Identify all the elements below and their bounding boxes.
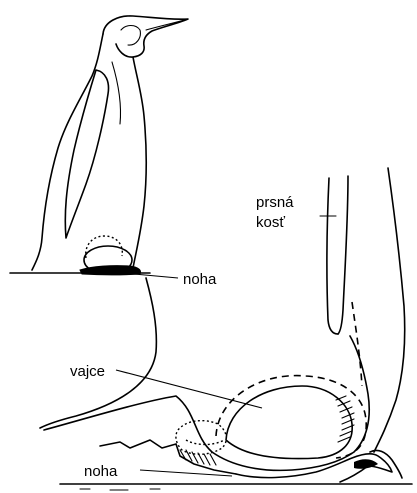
pouch-lining-dotted-2 <box>186 440 224 445</box>
enlarged-section: prsná kosť vajce noha <box>40 168 412 490</box>
connector-curve <box>40 278 156 428</box>
sternum-right-edge <box>338 176 348 334</box>
penguin-cheek-patch <box>121 26 140 46</box>
noha-top-leader <box>134 274 178 278</box>
egg-solid-outline <box>226 386 352 459</box>
standing-penguin: noha <box>10 16 217 288</box>
sternum-label-line2: kosť <box>256 214 285 231</box>
penguin-belly-outline <box>133 57 146 268</box>
noha-top-label: noha <box>183 271 217 288</box>
outer-body-right <box>374 168 405 452</box>
sternum-left-edge <box>327 178 338 334</box>
sternum-label-line1: prsná <box>256 194 294 211</box>
noha-bottom-label: noha <box>84 463 118 480</box>
vajce-leader <box>116 370 262 408</box>
pouch-skin <box>44 336 369 470</box>
feather-edge <box>100 440 236 474</box>
penguin-flipper <box>65 70 108 238</box>
penguin-beak-line <box>146 19 188 30</box>
penguin-flipper-inner <box>112 62 121 124</box>
egg-label: vajce <box>70 363 105 380</box>
ground-texture <box>80 489 160 490</box>
